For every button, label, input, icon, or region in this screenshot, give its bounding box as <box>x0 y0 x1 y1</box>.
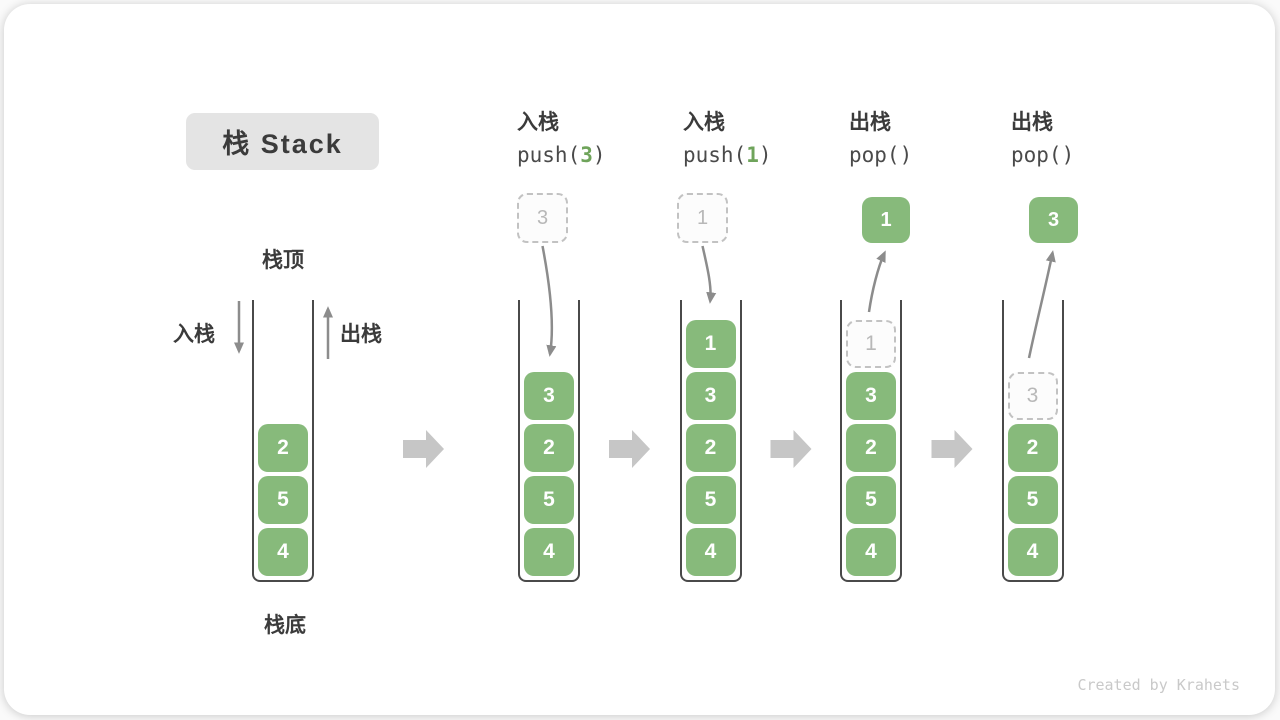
operation-zh-label: 出栈 <box>849 111 891 134</box>
stack-element: 2 <box>685 424 736 472</box>
stack-bottom-label: 栈底 <box>264 614 306 637</box>
stack-ghost-element: 1 <box>846 320 896 368</box>
stack-ghost-element: 3 <box>1007 372 1058 420</box>
stack-container <box>840 300 902 582</box>
stack-element: 5 <box>524 476 574 524</box>
operation-arg: 3 <box>580 143 593 167</box>
diagram-title: 栈 Stack <box>186 113 379 170</box>
push-side-label: 入栈 <box>173 323 215 346</box>
operation-zh-label: 入栈 <box>517 111 559 134</box>
stack-element: 5 <box>258 476 308 524</box>
operation-code-label: pop() <box>1011 143 1075 167</box>
stack-element: 3 <box>685 372 736 420</box>
stack-element: 4 <box>685 528 736 576</box>
stack-top-label: 栈顶 <box>262 249 304 272</box>
operation-code-label: push(1) <box>683 143 772 167</box>
operation-zh-label: 出栈 <box>1011 111 1053 134</box>
operation-code-label: pop() <box>849 143 913 167</box>
stack-element: 1 <box>685 320 736 368</box>
op-push-1: 入栈 push(1) <box>683 106 863 167</box>
stack-element: 3 <box>524 372 574 420</box>
operation-code-label: push(3) <box>517 143 606 167</box>
pushed-value-box: 3 <box>517 193 568 243</box>
stack-container <box>518 300 580 582</box>
stack-element: 5 <box>1007 476 1058 524</box>
stack-element: 4 <box>524 528 574 576</box>
stack-element: 4 <box>1007 528 1058 576</box>
stack-element: 2 <box>1007 424 1058 472</box>
stack-element: 4 <box>846 528 896 576</box>
stack-element: 2 <box>524 424 574 472</box>
stack-element: 5 <box>685 476 736 524</box>
popped-value-box: 3 <box>1029 197 1078 243</box>
stack-element: 4 <box>258 528 308 576</box>
stack-container <box>252 300 314 582</box>
stack-element: 2 <box>258 424 308 472</box>
stack-element: 3 <box>846 372 896 420</box>
stack-container <box>1001 300 1064 582</box>
stack-element: 2 <box>846 424 896 472</box>
pushed-value-box: 1 <box>677 193 728 243</box>
pop-side-label: 出栈 <box>340 323 382 346</box>
op-pop-second: 出栈 pop() <box>1011 106 1191 167</box>
op-push-3: 入栈 push(3) <box>517 106 697 167</box>
stack-element: 5 <box>846 476 896 524</box>
operation-zh-label: 入栈 <box>683 111 725 134</box>
popped-value-box: 1 <box>862 197 910 243</box>
watermark: Created by Krahets <box>1077 676 1240 694</box>
op-pop-first: 出栈 pop() <box>849 106 1029 167</box>
stack-container <box>679 300 742 582</box>
operation-arg: 1 <box>746 143 759 167</box>
